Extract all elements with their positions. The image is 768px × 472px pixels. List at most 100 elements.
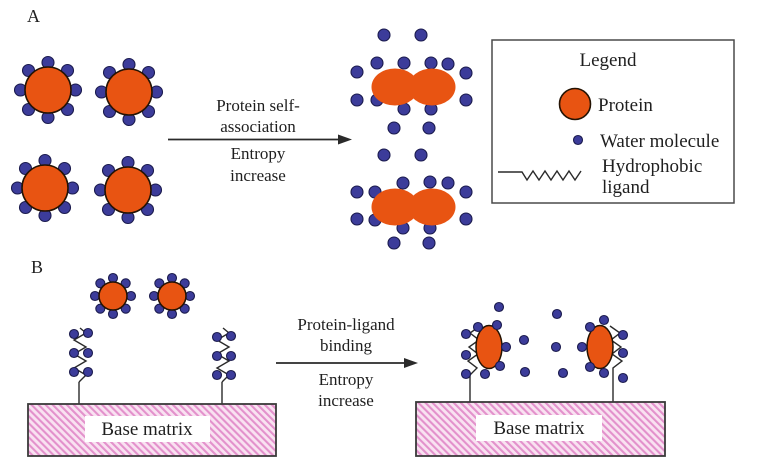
hydrated-protein — [13, 55, 83, 125]
legend-ligand-label-1: Hydrophobic — [602, 156, 702, 177]
panel-b-hydrated-proteins — [89, 272, 196, 320]
legend-title: Legend — [580, 50, 637, 71]
arrow-b-head — [404, 358, 418, 368]
panel-a-label: A — [27, 6, 40, 26]
water-molecule — [387, 236, 401, 250]
water-molecule — [598, 367, 610, 379]
water-molecule — [211, 350, 223, 362]
water-molecule — [424, 56, 438, 70]
water-molecule — [584, 321, 596, 333]
water-molecule — [441, 176, 455, 190]
water-molecule — [617, 372, 629, 384]
water-molecule — [377, 28, 391, 42]
protein-aggregate-top — [350, 28, 473, 135]
arrow-a-text-1: Protein self- — [216, 96, 300, 115]
arrow-a-text-2: association — [220, 117, 296, 136]
water-molecule — [500, 341, 512, 353]
hydrophobic-ligand-icon — [498, 169, 582, 182]
water-molecule — [82, 347, 94, 359]
water-molecule — [459, 185, 473, 199]
water-molecule — [460, 328, 472, 340]
water-molecule — [68, 347, 80, 359]
water-molecule — [460, 349, 472, 361]
hydrated-protein — [10, 153, 80, 223]
water-molecule — [617, 329, 629, 341]
arrow-b-text-1: Protein-ligand — [297, 315, 395, 334]
water-molecule — [472, 321, 484, 333]
associated-protein — [408, 188, 456, 226]
associated-protein — [371, 188, 419, 226]
water-molecule — [370, 56, 384, 70]
associated-protein — [371, 68, 419, 106]
base-matrix-right: Base matrix — [415, 401, 666, 457]
base-matrix-left: Base matrix — [27, 403, 277, 457]
arrow-a-text-3: Entropy — [231, 144, 286, 163]
immobilized-ligand-left — [68, 327, 94, 404]
water-molecule — [460, 368, 472, 380]
panel-a-hydrated-proteins — [10, 55, 164, 225]
water-molecule — [211, 369, 223, 381]
water-molecule — [350, 65, 364, 79]
panel-b-label: B — [31, 257, 43, 277]
panel-b-reaction-arrow: Protein-ligand binding Entropy increase — [276, 315, 418, 410]
legend-protein-label: Protein — [598, 95, 653, 116]
arrow-a-text-4: increase — [230, 166, 286, 185]
bound-protein-right — [576, 314, 629, 403]
base-matrix-label: Base matrix — [493, 418, 585, 439]
water-molecule — [377, 148, 391, 162]
legend-ligand-label-2: ligand — [602, 177, 650, 198]
water-molecule — [459, 66, 473, 80]
base-matrix-label-box — [476, 415, 602, 441]
water-molecule — [225, 330, 237, 342]
water-molecule — [479, 368, 491, 380]
immobilized-ligand-right — [211, 327, 237, 404]
protein-aggregate-bottom — [350, 148, 473, 250]
water-molecule — [576, 341, 588, 353]
water-molecule — [550, 341, 562, 353]
hydrated-protein — [94, 57, 164, 127]
associated-protein — [408, 68, 456, 106]
water-molecule — [396, 176, 410, 190]
arrow-b-text-2: binding — [320, 336, 372, 355]
water-molecule — [459, 212, 473, 226]
arrow-b-text-3: Entropy — [319, 370, 374, 389]
arrow-a-head — [338, 134, 352, 145]
base-matrix-label: Base matrix — [101, 419, 193, 440]
water-molecule — [557, 367, 569, 379]
water-molecule — [519, 366, 531, 378]
water-molecule — [459, 93, 473, 107]
arrow-b-text-4: increase — [318, 391, 374, 410]
released-water-molecules — [493, 301, 569, 379]
legend-box — [491, 39, 735, 204]
water-molecule — [414, 28, 428, 42]
hydrophobic-ligand — [466, 325, 481, 376]
water-molecule — [387, 121, 401, 135]
water-molecule — [491, 319, 503, 331]
water-molecule — [598, 314, 610, 326]
bound-protein-left — [460, 319, 512, 403]
base-matrix-label-box — [85, 416, 210, 442]
water-molecule — [350, 212, 364, 226]
hydrated-protein — [89, 272, 137, 320]
protein-icon — [558, 87, 592, 121]
water-molecule — [422, 236, 436, 250]
water-molecule — [493, 301, 505, 313]
hydrated-protein — [148, 272, 196, 320]
water-molecule — [68, 328, 80, 340]
legend-water-label: Water molecule — [600, 131, 719, 152]
water-molecule — [518, 334, 530, 346]
panel-a-reaction-arrow: Protein self- association Entropy increa… — [168, 96, 352, 185]
water-molecule — [211, 331, 223, 343]
hydrated-protein — [93, 155, 163, 225]
legend: Legend Protein Water molecule Hydrophobi… — [491, 39, 735, 204]
water-molecule — [82, 327, 94, 339]
water-molecule — [584, 361, 596, 373]
water-molecule — [422, 121, 436, 135]
water-molecule — [397, 56, 411, 70]
water-molecule — [551, 308, 563, 320]
water-molecule — [68, 366, 80, 378]
water-molecule — [350, 185, 364, 199]
water-molecule — [225, 350, 237, 362]
